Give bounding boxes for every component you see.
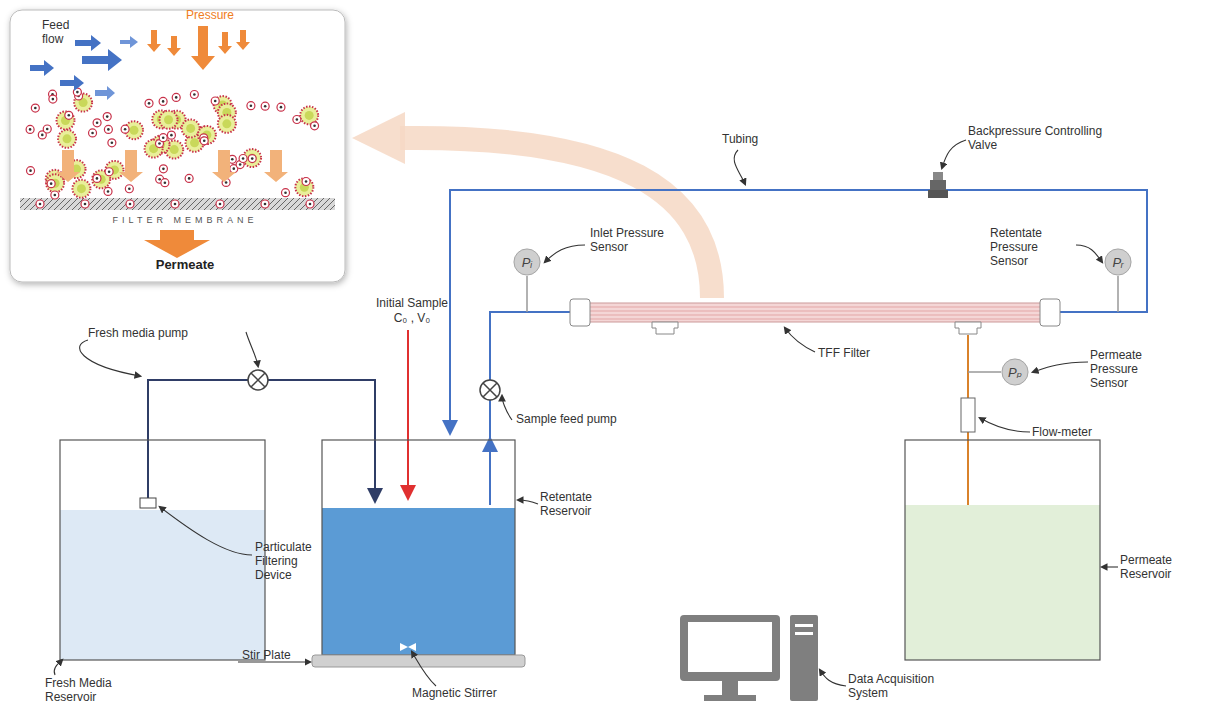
part-label: Stir Plate xyxy=(242,648,302,662)
inset-label: Feed flow xyxy=(42,18,82,46)
inset-label: Permeate xyxy=(140,258,230,272)
part-label: Permeate Reservoir xyxy=(1120,553,1200,581)
part-label: Permeate Pressure Sensor xyxy=(1090,348,1160,390)
part-label: Fresh Media Reservoir xyxy=(45,676,165,704)
part-label: TFF Filter xyxy=(818,346,898,360)
pressure-sensor: Pᵣ xyxy=(1104,248,1132,276)
part-label: Retentate Reservoir xyxy=(540,490,620,518)
sensor-label: Pᵣ xyxy=(1112,255,1123,270)
pressure-sensor: Pᵢ xyxy=(513,248,541,276)
part-label: Initial Sample xyxy=(372,296,452,310)
inset-label: FILTER MEMBRANE xyxy=(60,213,310,227)
part-label: C₀ , V₀ xyxy=(372,311,452,325)
part-label: Backpressure Controlling Valve xyxy=(968,124,1108,152)
inset-label: Pressure xyxy=(186,8,266,22)
pressure-sensor: Pₚ xyxy=(1001,358,1029,386)
part-label: Particulate Filtering Device xyxy=(255,540,325,582)
part-label: Fresh media pump xyxy=(88,326,208,340)
sensor-label: Pₚ xyxy=(1008,365,1022,380)
part-label: Inlet Pressure Sensor xyxy=(590,226,685,254)
part-label: Tubing xyxy=(722,132,782,146)
part-label: Sample feed pump xyxy=(516,412,636,426)
part-label: Magnetic Stirrer xyxy=(412,686,522,700)
part-label: Data Acquisition System xyxy=(848,672,938,700)
part-label: Flow-meter xyxy=(1032,425,1112,439)
part-label: Retentate Pressure Sensor xyxy=(990,226,1076,268)
sensor-label: Pᵢ xyxy=(522,255,532,270)
